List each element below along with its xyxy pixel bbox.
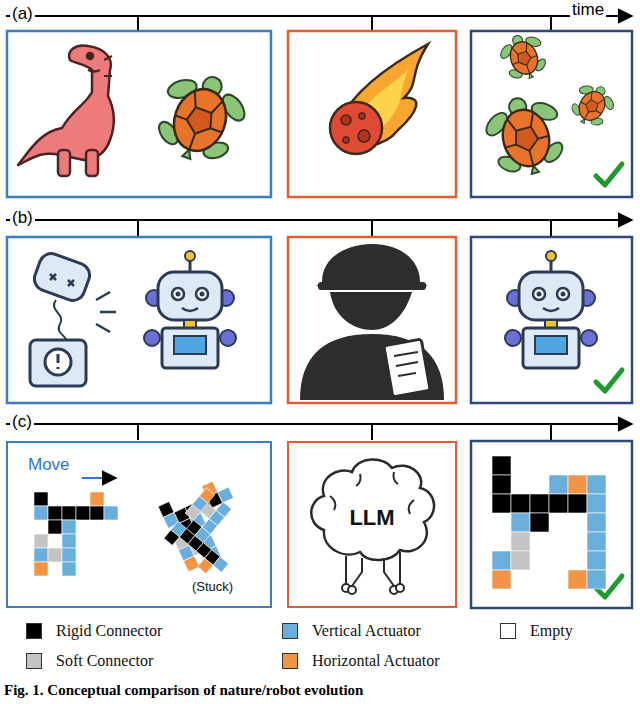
legend-entry: Empty	[500, 622, 573, 640]
voxel	[492, 494, 511, 513]
scenario-panel: Move (Stuck)	[6, 441, 272, 608]
llm-panel: LLM	[287, 441, 457, 608]
voxel	[511, 494, 530, 513]
voxel	[492, 570, 511, 589]
voxel	[492, 475, 511, 494]
llm-label: LLM	[289, 505, 455, 531]
legend-text: Soft Connector	[56, 652, 153, 670]
voxel	[587, 475, 606, 494]
legend-entry: Vertical Actuator	[282, 622, 421, 640]
voxel	[62, 506, 76, 520]
voxel	[530, 513, 549, 532]
voxel	[62, 548, 76, 562]
panel-letter: (a)	[10, 4, 35, 24]
voxel	[34, 562, 48, 576]
voxel	[76, 506, 90, 520]
voxel	[34, 534, 48, 548]
voxel	[62, 534, 76, 548]
voxel	[549, 475, 568, 494]
legend-entry: Soft Connector	[26, 652, 153, 670]
voxel	[549, 494, 568, 513]
legend-swatch	[26, 623, 42, 639]
status-label: (Stuck)	[192, 579, 233, 594]
voxel	[62, 562, 76, 576]
voxel	[48, 520, 62, 534]
voxel	[90, 506, 104, 520]
voxel	[34, 548, 48, 562]
action-label: Move	[28, 455, 70, 475]
voxel	[511, 551, 530, 570]
panel-letter: (c)	[10, 412, 34, 432]
voxel	[587, 494, 606, 513]
legend-swatch	[282, 623, 298, 639]
legend-text: Vertical Actuator	[312, 622, 421, 640]
legend-swatch	[26, 653, 42, 669]
voxel	[587, 570, 606, 589]
voxel	[48, 548, 62, 562]
legend-text: Rigid Connector	[56, 622, 162, 640]
voxel	[587, 551, 606, 570]
panel-letter: (b)	[10, 208, 35, 228]
voxel	[184, 556, 200, 572]
axis-label: time	[570, 0, 606, 20]
voxel	[198, 558, 213, 573]
voxel	[62, 520, 76, 534]
legend-entry: Horizontal Actuator	[282, 652, 440, 670]
voxel	[90, 492, 104, 506]
voxel	[587, 513, 606, 532]
voxel	[568, 570, 587, 589]
legend-entry: Rigid Connector	[26, 622, 162, 640]
voxel	[530, 494, 549, 513]
legend-text: Horizontal Actuator	[312, 652, 440, 670]
voxel	[511, 532, 530, 551]
voxel	[568, 475, 587, 494]
voxel	[218, 487, 234, 503]
voxel	[34, 506, 48, 520]
legend-text: Empty	[530, 622, 573, 640]
figure-caption: Fig. 1. Conceptual comparison of nature/…	[4, 682, 363, 699]
voxel	[587, 532, 606, 551]
voxel	[492, 551, 511, 570]
legend-swatch	[500, 623, 516, 639]
voxel	[492, 456, 511, 475]
voxel	[185, 505, 200, 520]
voxel	[104, 506, 118, 520]
voxel	[48, 506, 62, 520]
voxel	[511, 513, 530, 532]
voxel	[34, 492, 48, 506]
legend-swatch	[282, 653, 298, 669]
voxel	[568, 494, 587, 513]
voxel	[213, 557, 228, 572]
voxel	[164, 530, 179, 545]
